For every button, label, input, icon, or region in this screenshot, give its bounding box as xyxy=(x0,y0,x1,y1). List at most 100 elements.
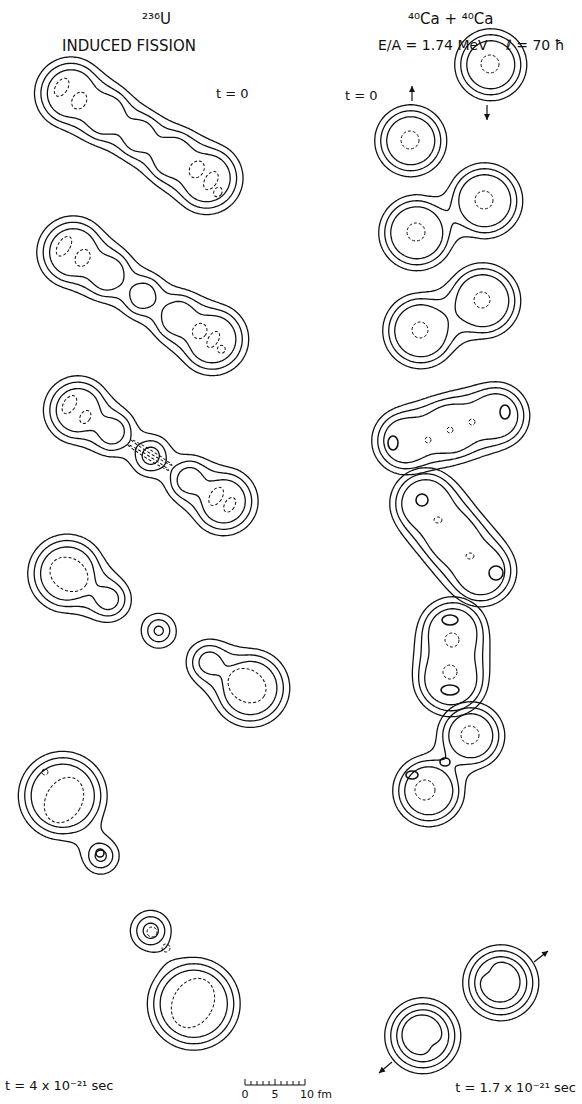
density-contour xyxy=(34,57,243,215)
dashed-contour xyxy=(59,393,80,416)
dashed-contour xyxy=(216,344,227,355)
inner-contour xyxy=(500,405,510,419)
density-frame xyxy=(28,534,290,727)
dashed-contour xyxy=(401,131,419,149)
density-contour xyxy=(378,388,524,469)
scale-tick xyxy=(263,1081,264,1085)
scale-tick xyxy=(293,1081,294,1085)
dashed-contour xyxy=(447,427,453,433)
dashed-contour xyxy=(51,76,72,99)
inner-contour xyxy=(489,566,503,580)
dashed-contour xyxy=(474,292,490,308)
dashed-contour xyxy=(481,55,499,73)
density-contour xyxy=(43,222,242,369)
scale-label: 10 fm xyxy=(300,1088,332,1101)
density-contour xyxy=(384,394,518,463)
dashed-contour xyxy=(206,485,227,508)
density-frame xyxy=(372,382,530,475)
inner-contour xyxy=(388,436,398,450)
density-frame xyxy=(412,597,490,717)
dashed-contour xyxy=(130,438,172,466)
parameter-label: E/A = 1.74 MeV xyxy=(378,37,488,54)
dashed-contour xyxy=(415,780,435,800)
density-contour xyxy=(379,163,523,271)
density-contour xyxy=(41,63,237,208)
density-frame xyxy=(393,702,505,827)
dashed-contour xyxy=(407,223,425,241)
time-label: t = 1.7 x 10⁻²¹ sec xyxy=(455,1080,576,1096)
scale-tick xyxy=(245,1079,246,1085)
arrow-head xyxy=(484,114,490,120)
dashed-contour xyxy=(443,665,457,679)
density-contour xyxy=(391,175,511,259)
density-contour xyxy=(419,603,484,711)
scale-tick xyxy=(275,1079,276,1085)
arrow-head xyxy=(541,951,548,957)
density-contour xyxy=(137,917,234,1044)
dashed-contour xyxy=(186,158,207,181)
dashed-contour xyxy=(425,437,431,443)
density-frame xyxy=(383,263,521,369)
scale-tick xyxy=(257,1081,258,1085)
time-label: t = 0 xyxy=(216,86,249,102)
motion-arrows xyxy=(379,86,548,1073)
scale-tick xyxy=(251,1081,252,1085)
scale-tick xyxy=(305,1079,306,1085)
motion-arrow xyxy=(379,1062,392,1073)
dashed-contour xyxy=(222,661,273,709)
density-contour xyxy=(50,382,252,529)
density-contour xyxy=(143,923,227,1037)
density-frame xyxy=(385,945,539,1074)
motion-arrow xyxy=(534,951,548,962)
density-frame xyxy=(37,216,249,376)
dashed-contour xyxy=(127,444,169,472)
dashed-contour xyxy=(162,944,170,952)
inner-contour xyxy=(406,771,418,779)
density-contour xyxy=(387,41,515,165)
density-contour xyxy=(385,169,517,265)
density-contour xyxy=(18,751,119,874)
density-contour xyxy=(405,714,493,815)
dashed-contour xyxy=(412,322,428,338)
parameter-label: ℓ = 70 ħ xyxy=(506,37,564,54)
density-contour xyxy=(390,468,517,607)
density-contour xyxy=(412,597,490,717)
density-contour xyxy=(399,708,499,821)
density-contour xyxy=(391,951,533,1068)
column-heading: ²³⁶U xyxy=(142,10,171,28)
inner-contour xyxy=(96,849,104,857)
dashed-contour xyxy=(72,247,93,270)
scale-tick xyxy=(299,1081,300,1085)
inner-contour xyxy=(402,1015,442,1055)
dashed-contour xyxy=(475,191,493,209)
dashed-contour xyxy=(212,186,224,199)
density-frame xyxy=(390,468,517,607)
density-contour xyxy=(375,29,527,177)
dashed-contour xyxy=(189,321,209,342)
scale-tick xyxy=(281,1081,282,1085)
density-contour xyxy=(395,275,509,357)
scale-tick xyxy=(269,1081,270,1085)
density-contour xyxy=(28,534,290,727)
dashed-contour xyxy=(445,633,459,647)
dashed-contour xyxy=(44,550,95,598)
inner-contour xyxy=(440,758,450,766)
density-contour xyxy=(43,376,258,536)
dashed-contour xyxy=(42,769,48,775)
density-contour xyxy=(402,480,505,595)
dashed-contour xyxy=(434,517,442,523)
density-contour xyxy=(37,216,249,376)
time-label: t = 4 x 10⁻²¹ sec xyxy=(5,1078,113,1094)
density-contour xyxy=(50,229,236,363)
density-frame xyxy=(18,751,119,874)
density-contour xyxy=(385,945,539,1074)
density-contour xyxy=(25,758,113,868)
density-contour xyxy=(372,382,530,475)
dashed-contour xyxy=(77,408,93,425)
dashed-contour xyxy=(461,726,479,744)
density-contour xyxy=(130,910,240,1050)
density-contour xyxy=(383,263,521,369)
density-contour xyxy=(425,609,477,705)
